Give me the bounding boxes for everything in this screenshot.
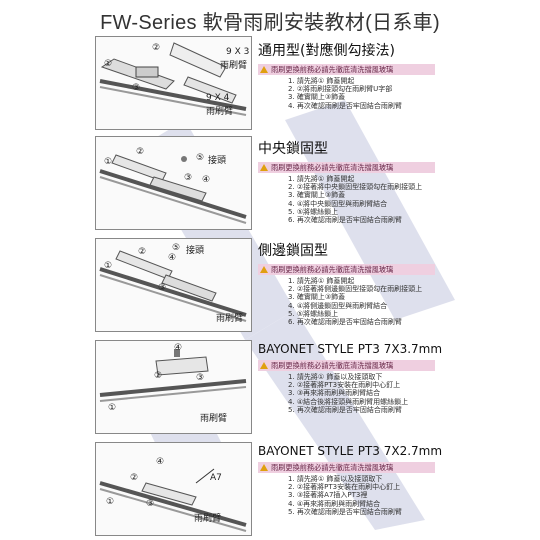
step-item: 2. ②接著將側邊鎖固型接頭勾在雨刷接頭上 [288,285,423,294]
arm-label: 雨刷臂 [216,314,244,324]
marker-3: ③ [184,173,193,183]
step-item: 4. ④再來將雨刷與雨刷臂結合 [288,499,381,508]
step-item: 3. ③接著將A7插入PT3裡 [288,491,368,500]
section-heading: 通用型(對應側勾接法) [258,43,395,59]
section-pt3-37: BAYONET STYLE PT3 7X3.7mm 雨刷更換前務必請先徹底清洗擋… [258,342,533,414]
step-item: 4. ④將側邊鎖固型與雨刷臂結合 [288,301,388,310]
step-item: 1. 請先將① 飾蓋以及接頭取下 [288,475,383,483]
diagram-panel-universal: ① ② ③ 9 X 3 雨刷臂 9 X 4 雨刷臂 [95,36,252,130]
center-lock-diagram [96,137,251,229]
connector-label: 接頭 [186,246,205,256]
arm-label: 雨刷臂 [200,414,228,424]
marker-1: ① [104,59,113,69]
step-item: 4. 再次確認雨刷是否牢固結合雨刷臂 [288,101,402,110]
diagram-panel-side-lock: ① ② ③ ④ ⑤ 接頭 雨刷臂 [95,238,252,332]
warning-text: 雨刷更換前務必請先徹底清洗擋風玻璃 [271,265,394,274]
section-heading: 側邊鎖固型 [258,243,328,259]
marker-1: ① [104,261,113,271]
step-item: 2. ②接著將PT3安裝在雨刷中心釘上 [288,483,401,492]
warning-icon [260,164,268,171]
step-item: 1. 請先將① 飾蓋開起 [288,277,355,285]
marker-5: ⑤ [172,243,181,253]
warning-text: 雨刷更換前務必請先徹底清洗擋風玻璃 [271,65,394,74]
warning-icon [260,266,268,273]
step-item: 4. ④將中央鎖固型與雨刷臂結合 [288,199,388,208]
warning-banner: 雨刷更換前務必請先徹底清洗擋風玻璃 [258,264,435,275]
steps-list: 1. 請先將① 飾蓋以及接頭取下 2. ②接著將PT3安裝在雨刷中心釘上 3. … [288,373,533,414]
section-heading: BAYONET STYLE PT3 7X3.7mm [258,342,443,356]
step-item: 6. 再次確認雨刷是否牢固結合雨刷臂 [288,216,402,225]
marker-2: ② [154,371,163,381]
step-item: 3. 確實關上③飾蓋 [288,93,346,102]
marker-3: ③ [196,373,205,383]
marker-1: ① [104,157,113,167]
step-item: 4. ④結合後將接頭與雨刷臂用螺絲鎖上 [288,397,409,406]
section-heading: 中央鎖固型 [258,141,328,157]
step-item: 5. ⑤將螺絲鎖上 [288,309,339,318]
warning-text: 雨刷更換前務必請先徹底清洗擋風玻璃 [271,163,394,172]
warning-banner: 雨刷更換前務必請先徹底清洗擋風玻璃 [258,162,435,173]
section-pt3-27: BAYONET STYLE PT3 7X2.7mm 雨刷更換前務必請先徹底清洗擋… [258,444,533,516]
step-item: 3. ③再來將雨刷與雨刷臂結合 [288,389,381,398]
connector-label: 接頭 [208,156,227,166]
step-item: 2. ②接著將中央鎖固型接頭勾在雨刷接頭上 [288,183,423,192]
step-item: 5. 再次確認雨刷是否牢固結合雨刷臂 [288,507,402,516]
warning-banner: 雨刷更換前務必請先徹底清洗擋風玻璃 [258,360,435,371]
warning-icon [260,362,268,369]
warning-text: 雨刷更換前務必請先徹底清洗擋風玻璃 [271,463,394,472]
arm-label: 雨刷臂 [194,514,222,524]
step-item: 5. 再次確認雨刷是否牢固結合雨刷臂 [288,405,402,414]
step-item: 3. 確實關上③飾蓋 [288,191,346,200]
marker-4: ④ [202,175,211,185]
warning-banner: 雨刷更換前務必請先徹底清洗擋風玻璃 [258,462,435,473]
diagram-panel-pt3-37: ① ② ③ ④ 雨刷臂 [95,340,252,434]
warning-icon [260,66,268,73]
warning-banner: 雨刷更換前務必請先徹底清洗擋風玻璃 [258,64,435,75]
step-item: 2. ②接著將PT3安裝在雨刷中心釘上 [288,381,401,390]
step-item: 1. 請先將① 飾蓋開起 [288,77,355,85]
step-item: 1. 請先將① 飾蓋以及接頭取下 [288,373,383,381]
marker-2: ② [152,43,161,53]
marker-4: ④ [156,457,165,467]
steps-list: 1. 請先將① 飾蓋開起 2. ②接著將中央鎖固型接頭勾在雨刷接頭上 3. 確實… [288,175,533,224]
marker-1: ① [106,497,115,507]
diagram-panel-center-lock: ① ② ③ ⑤ 接頭 ④ [95,136,252,230]
marker-4: ④ [174,343,183,353]
step-item: 2. ②將雨刷接頭勾在雨刷臂U字部 [288,85,393,94]
arm-label-1: 雨刷臂 [220,61,248,71]
step-item: 3. 確實關上③飾蓋 [288,293,346,302]
pt3-37-diagram [96,341,251,433]
marker-1: ① [108,403,117,413]
pt3-27-diagram [96,443,251,535]
arm-label-2: 雨刷臂 [206,107,234,117]
steps-list: 1. 請先將① 飾蓋開起 2. ②接著將側邊鎖固型接頭勾在雨刷接頭上 3. 確實… [288,277,533,326]
size-label-9x4: 9 X 4 [206,93,230,103]
marker-2: ② [136,147,145,157]
step-item: 5. ⑤將螺絲鎖上 [288,207,339,216]
side-lock-diagram [96,239,251,331]
warning-text: 雨刷更換前務必請先徹底清洗擋風玻璃 [271,361,394,370]
size-label-9x3: 9 X 3 [226,47,250,57]
marker-3: ③ [132,83,141,93]
marker-3: ③ [158,283,167,293]
marker-2: ② [138,247,147,257]
section-universal: 通用型(對應側勾接法) 雨刷更換前務必請先徹底清洗擋風玻璃 1. 請先將① 飾蓋… [258,40,533,110]
section-center-lock: 中央鎖固型 雨刷更換前務必請先徹底清洗擋風玻璃 1. 請先將① 飾蓋開起 2. … [258,138,533,224]
steps-list: 1. 請先將① 飾蓋以及接頭取下 2. ②接著將PT3安裝在雨刷中心釘上 3. … [288,475,533,516]
step-item: 1. 請先將① 飾蓋開起 [288,175,355,183]
steps-list: 1. 請先將① 飾蓋開起 2. ②將雨刷接頭勾在雨刷臂U字部 3. 確實關上③飾… [288,77,533,110]
warning-icon [260,464,268,471]
a7-label: A7 [210,473,222,483]
universal-connector-diagram [96,37,251,129]
marker-4: ④ [168,253,177,263]
marker-2: ② [130,473,139,483]
section-heading: BAYONET STYLE PT3 7X2.7mm [258,444,443,458]
marker-3: ③ [146,499,155,509]
page-title: FW-Series 軟骨雨刷安裝教材(日系車) [100,12,440,34]
diagram-panel-pt3-27: ① ② ③ ④ A7 雨刷臂 [95,442,252,536]
section-side-lock: 側邊鎖固型 雨刷更換前務必請先徹底清洗擋風玻璃 1. 請先將① 飾蓋開起 2. … [258,240,533,326]
step-item: 6. 再次確認雨刷是否牢固結合雨刷臂 [288,318,402,327]
marker-5: ⑤ [196,153,205,163]
